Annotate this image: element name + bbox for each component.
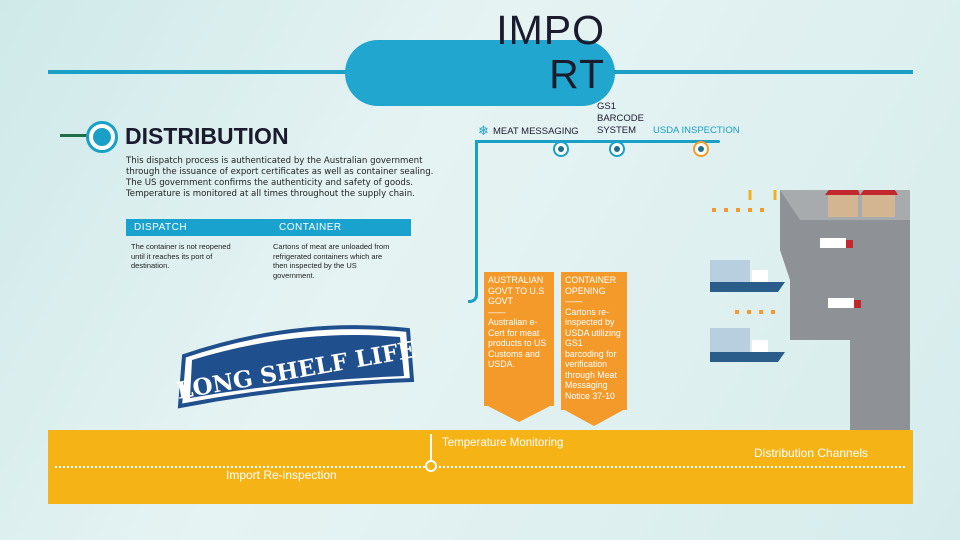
step-usda-inspection: USDA INSPECTION <box>653 125 740 136</box>
port-illustration <box>710 190 910 430</box>
step-gs1-barcode: GS1 BARCODE SYSTEM <box>597 101 644 136</box>
steps-drop-line <box>468 140 478 303</box>
opening-box: CONTAINER OPENING —— Cartons re-inspecte… <box>561 272 627 410</box>
govt-box-arrow <box>484 404 554 422</box>
steps-line <box>475 140 720 143</box>
long-shelf-life-logo: LONG SHELF LIFE <box>176 325 416 409</box>
step-dot-usda <box>693 141 709 157</box>
govt-box-body: Australian e-Cert for meat products to U… <box>488 317 547 369</box>
truck-icon <box>820 238 846 248</box>
ship-icon <box>710 282 785 292</box>
temperature-label: Temperature Monitoring <box>442 437 564 449</box>
page-title: IMPO RT <box>496 7 605 97</box>
step-dot-meat-messaging <box>553 141 569 157</box>
snowflake-icon: ❄ <box>478 123 489 138</box>
step-dot-gs1 <box>609 141 625 157</box>
opening-box-divider: —— <box>565 296 583 306</box>
section-title: DISTRIBUTION <box>125 123 289 149</box>
warehouse-roof-icon <box>825 190 860 195</box>
govt-box-divider: —— <box>488 306 506 317</box>
section-description: This dispatch process is authenticated b… <box>126 156 434 199</box>
temperature-marker <box>425 460 437 472</box>
dispatch-text: The container is not reopened until it r… <box>131 242 231 270</box>
container-label: CONTAINER <box>271 219 411 236</box>
govt-box-heading: AUSTRALIAN GOVT TO U.S GOVT <box>488 275 545 306</box>
distribution-connector <box>60 134 90 137</box>
step-meat-messaging: MEAT MESSAGING <box>493 126 579 137</box>
dispatch-label: DISPATCH <box>126 219 271 236</box>
temperature-tick <box>430 434 432 468</box>
govt-box: AUSTRALIAN GOVT TO U.S GOVT —— Australia… <box>484 272 554 406</box>
crane-icon <box>748 190 777 200</box>
opening-box-arrow <box>561 408 627 426</box>
ship-icon <box>710 352 785 362</box>
title-pill <box>345 40 615 106</box>
opening-box-heading: CONTAINER OPENING <box>565 275 617 296</box>
container-text: Cartons of meat are unloaded from refrig… <box>273 242 390 280</box>
reinspection-label: Import Re-inspection <box>226 468 337 482</box>
distribution-marker-core <box>93 128 111 146</box>
truck-icon <box>828 298 854 308</box>
opening-box-body: Cartons re-inspected by USDA utilizing G… <box>565 306 621 401</box>
dotted-timeline <box>55 466 905 468</box>
distribution-channels-label: Distribution Channels <box>754 446 869 460</box>
